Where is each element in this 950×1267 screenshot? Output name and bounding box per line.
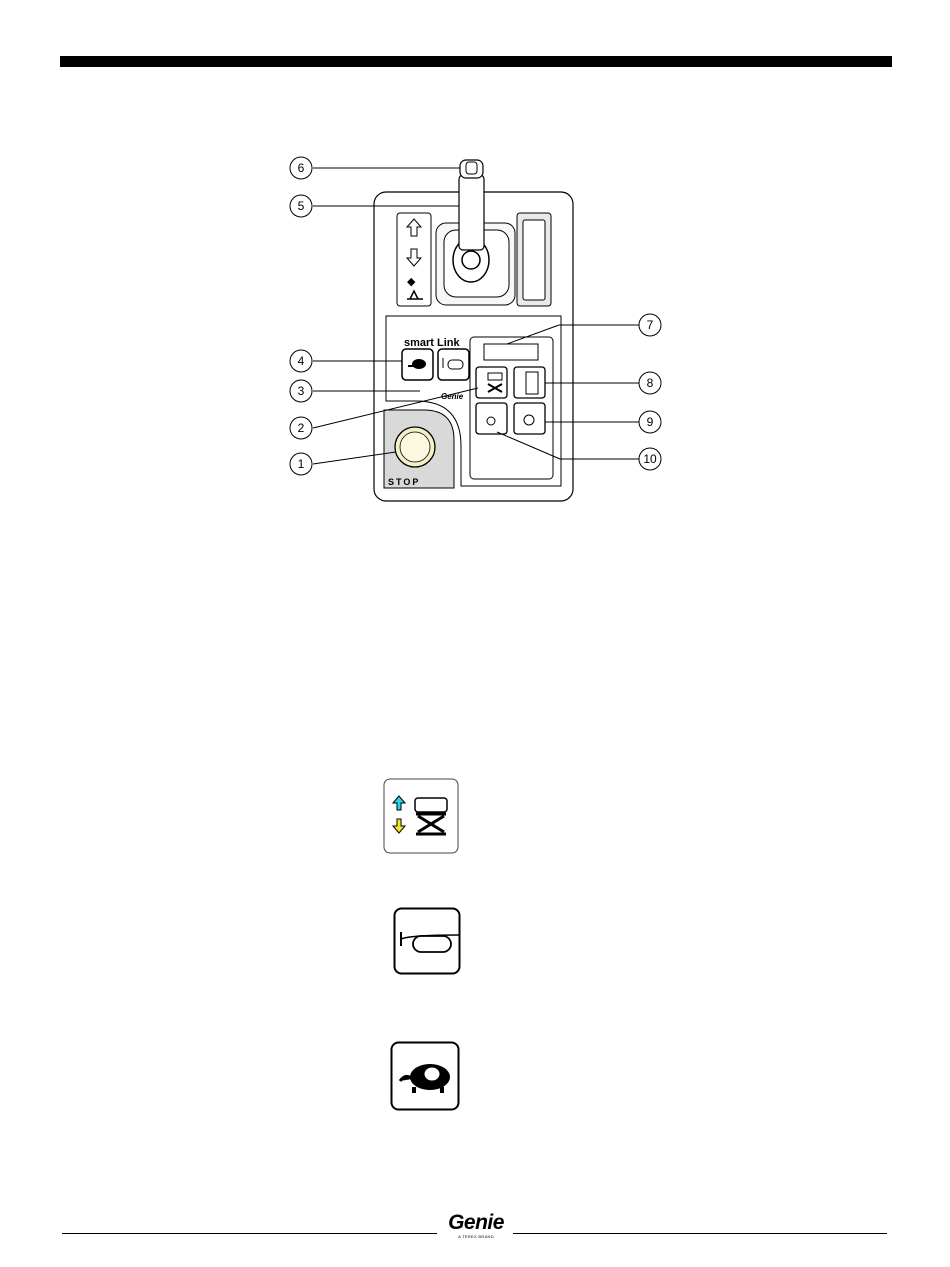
svg-text:3: 3 (298, 384, 305, 398)
stop-label: STOP (388, 477, 420, 487)
svg-text:6: 6 (298, 161, 305, 175)
callout-1: 1 (290, 453, 312, 475)
steer-icon: ◆ (407, 275, 416, 288)
svg-text:2: 2 (298, 421, 305, 435)
footer-rule-right (513, 1233, 887, 1234)
lift-function-icon (383, 778, 459, 854)
callout-9: 9 (639, 411, 661, 433)
callout-10: 10 (639, 448, 661, 470)
control-panel-diagram: ◆ smart Link Genie STOP (0, 0, 950, 560)
svg-text:9: 9 (647, 415, 654, 429)
joystick-handle[interactable] (459, 175, 484, 250)
svg-text:7: 7 (647, 318, 654, 332)
callout-4: 4 (290, 350, 312, 372)
footer-brand: Genie (440, 1212, 512, 1234)
footer-tagline: A TEREX BRAND (440, 1234, 512, 1239)
svg-text:10: 10 (643, 452, 657, 466)
slow-speed-turtle-icon (390, 1041, 460, 1111)
svg-text:5: 5 (298, 199, 305, 213)
svg-text:8: 8 (647, 376, 654, 390)
footer-logo: Genie A TEREX BRAND (440, 1212, 512, 1239)
callout-5: 5 (290, 195, 312, 217)
callout-8: 8 (639, 372, 661, 394)
svg-text:1: 1 (298, 457, 305, 471)
svg-text:4: 4 (298, 354, 305, 368)
horn-icon (393, 907, 461, 975)
smartlink-logo: smart Link (404, 337, 461, 349)
lift-function-button[interactable] (476, 367, 507, 398)
callout-2: 2 (290, 417, 312, 439)
callout-7: 7 (639, 314, 661, 336)
footer-rule-left (62, 1233, 437, 1234)
display-window (484, 344, 538, 360)
callout-3: 3 (290, 380, 312, 402)
callout-6: 6 (290, 157, 312, 179)
